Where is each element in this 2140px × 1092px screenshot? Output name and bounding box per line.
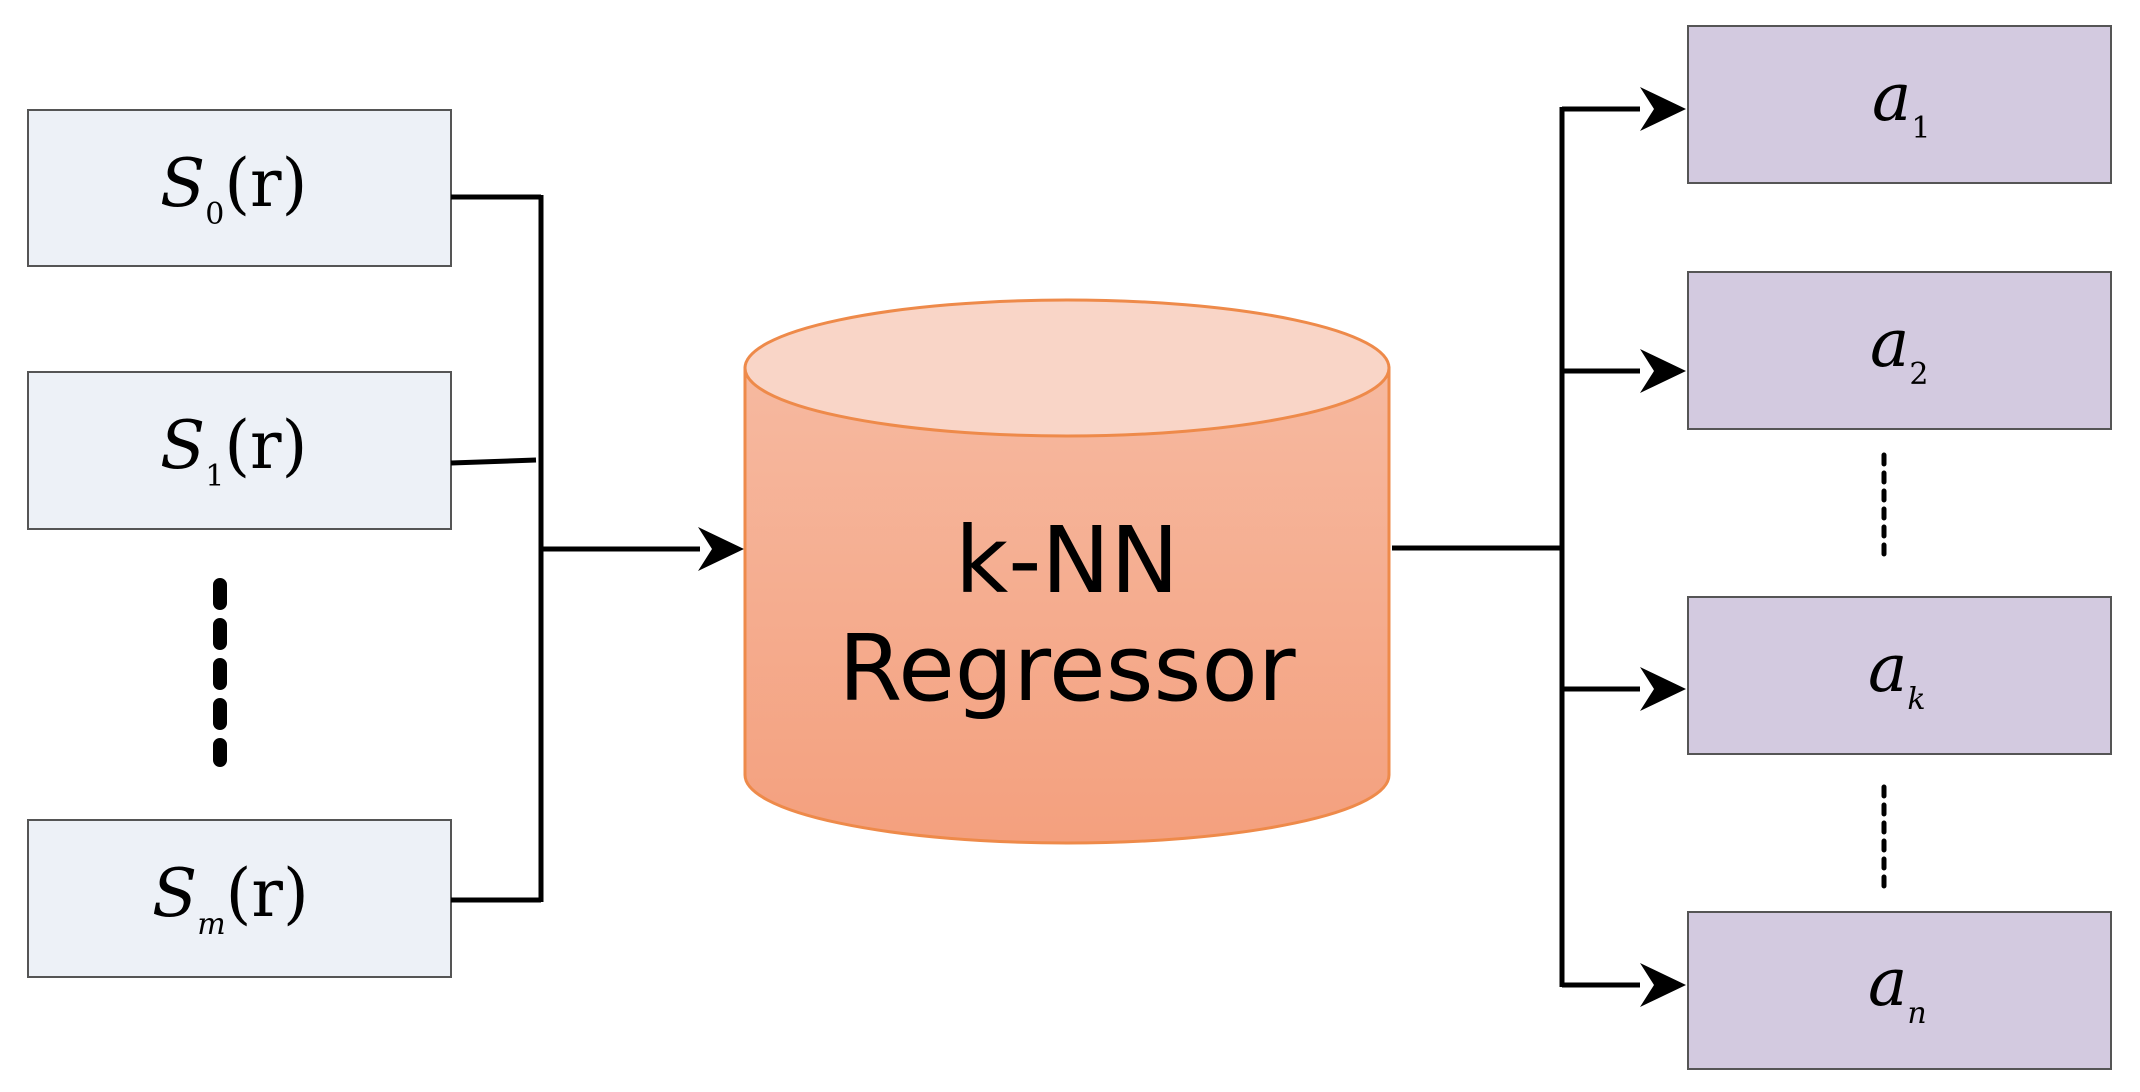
output-arrowhead-ak	[1640, 667, 1686, 711]
input-s1-arg: (r)	[224, 407, 307, 484]
input-sm-arg: (r)	[226, 855, 309, 932]
output-a2-subscript: 2	[1909, 357, 1928, 392]
input-s0-arg: (r)	[224, 145, 307, 222]
input-s0-subscript: 0	[205, 197, 224, 232]
input-connectors	[450, 194, 700, 903]
output-an-symbol: a	[1868, 944, 1907, 1021]
knn-regressor-cylinder	[743, 298, 1391, 845]
output-arrowhead-a2	[1640, 349, 1686, 393]
output-ak-symbol: a	[1868, 630, 1907, 707]
input-arrowhead	[698, 527, 744, 571]
output-box-a1: a1	[1687, 25, 2112, 184]
model-label-line2: Regressor	[838, 615, 1295, 722]
svg-text:S1(r): S1(r)	[160, 407, 307, 494]
input-sm-symbol: S	[152, 855, 197, 932]
svg-text:Sm(r): Sm(r)	[152, 855, 309, 942]
output-connectors	[1392, 106, 1640, 988]
svg-text:ak: ak	[1868, 630, 1926, 717]
input-box-s0: S0(r)	[27, 109, 452, 267]
svg-text:S0(r): S0(r)	[160, 145, 307, 232]
input-s0-symbol: S	[160, 145, 205, 222]
input-s1-symbol: S	[160, 407, 205, 484]
output-an-subscript: n	[1907, 996, 1926, 1031]
output-box-ak: ak	[1687, 596, 2112, 755]
svg-text:a2: a2	[1870, 305, 1928, 392]
output-ak-subscript: k	[1907, 682, 1925, 717]
output-a2-symbol: a	[1870, 305, 1909, 382]
input-box-s1: S1(r)	[27, 371, 452, 530]
output-a1-symbol: a	[1872, 59, 1911, 136]
input-box-sm: Sm(r)	[27, 819, 452, 978]
svg-text:an: an	[1868, 944, 1927, 1031]
output-arrowhead-an	[1640, 963, 1686, 1007]
model-label-line1: k-NN	[955, 507, 1179, 614]
output-box-a2: a2	[1687, 271, 2112, 430]
output-a1-subscript: 1	[1911, 111, 1930, 146]
output-arrowhead-a1	[1640, 87, 1686, 131]
input-sm-subscript: m	[197, 907, 225, 942]
output-box-an: an	[1687, 911, 2112, 1070]
input-s1-subscript: 1	[205, 459, 224, 494]
svg-text:a1: a1	[1872, 59, 1930, 146]
